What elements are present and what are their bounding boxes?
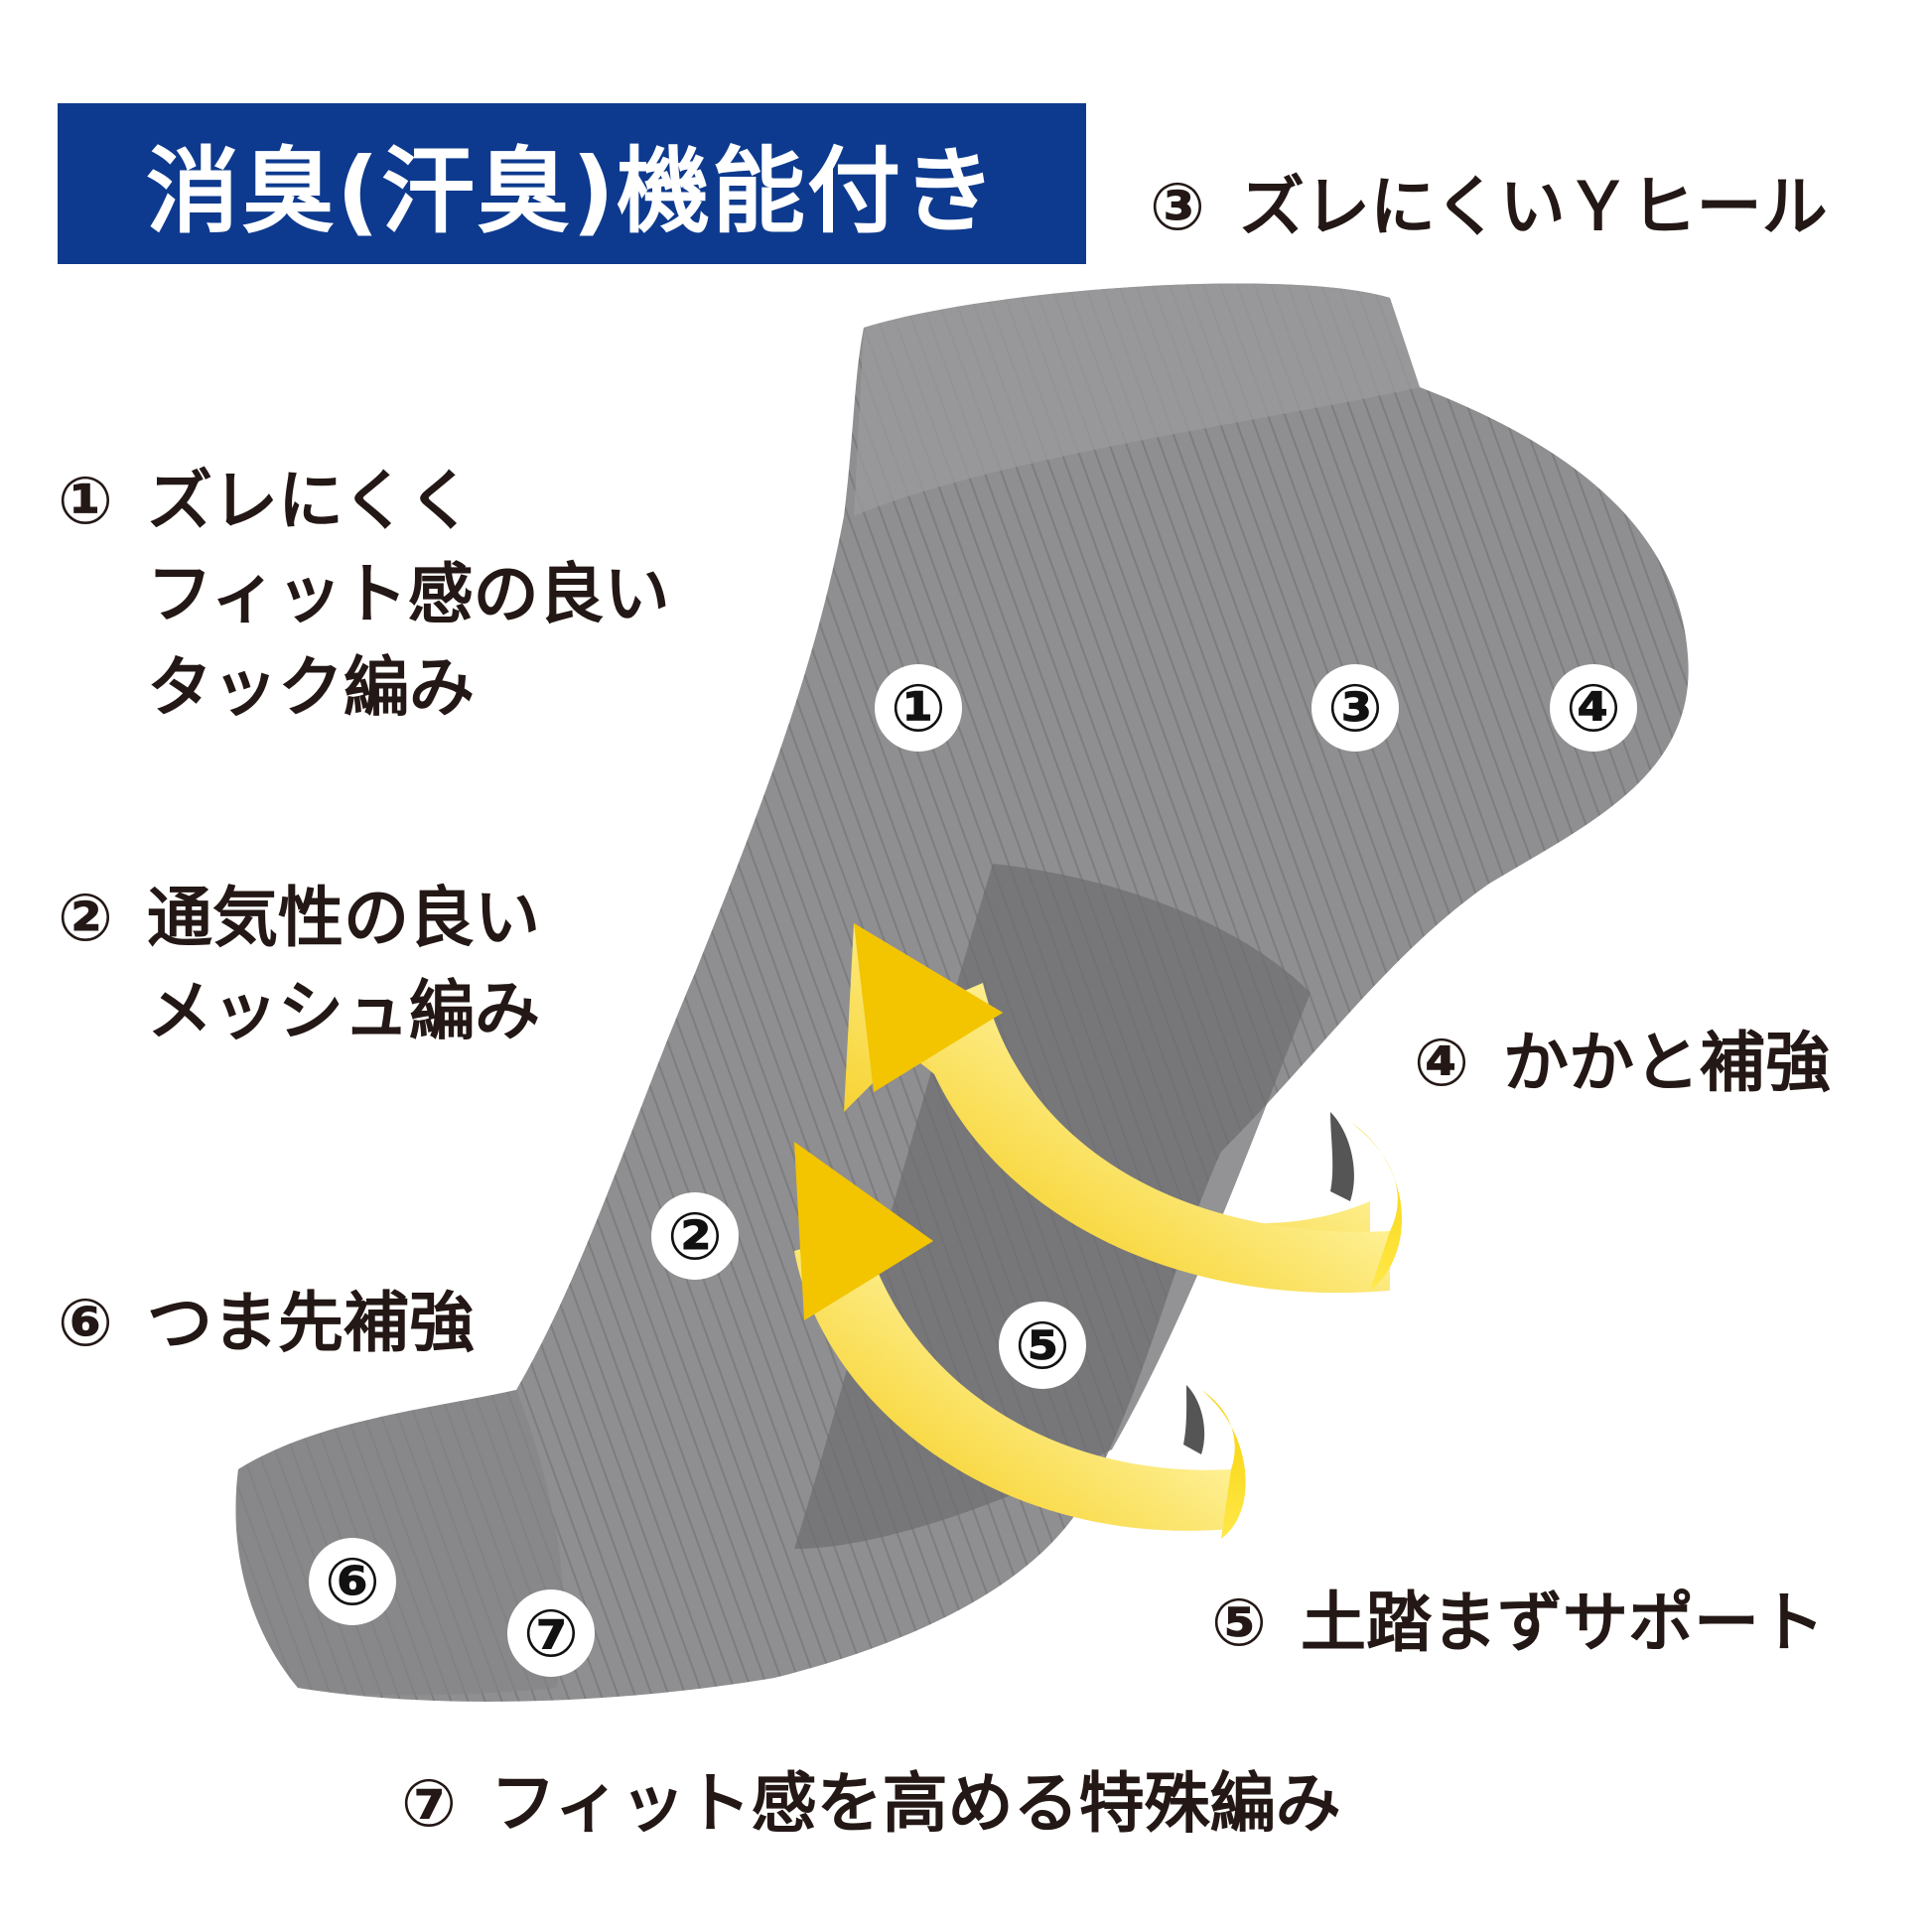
banner-title: 消臭(汗臭)機能付き <box>146 138 998 246</box>
marker-4: ④ <box>1550 664 1637 752</box>
sock-cuff <box>854 283 1420 516</box>
marker-1-text: ① <box>891 670 946 747</box>
marker-1: ① <box>875 664 962 752</box>
feature-7-line-1: フィット感を高める特殊編み <box>490 1765 1341 1842</box>
marker-7: ⑦ <box>507 1589 595 1677</box>
feature-5-number: ⑤ <box>1211 1585 1267 1661</box>
feature-4-line-1: かかと補強 <box>1503 1025 1831 1101</box>
feature-7: ⑦ フィット感を高める特殊編み <box>401 1757 1341 1851</box>
marker-3: ③ <box>1311 664 1399 752</box>
marker-6-text: ⑥ <box>325 1544 380 1620</box>
feature-2-line-2: メッシュ編み <box>147 973 540 1049</box>
feature-1-line-1: ズレにくく <box>147 463 474 539</box>
feature-4-number: ④ <box>1414 1025 1469 1101</box>
feature-3: ③ ズレにくいＹヒール <box>1150 161 1828 254</box>
feature-1: ① ズレにくく フィット感の良い タック編み <box>58 455 670 735</box>
marker-5-text: ⑤ <box>1015 1308 1070 1384</box>
feature-1-number: ① <box>58 463 113 539</box>
feature-2-number: ② <box>58 880 113 956</box>
feature-2: ② 通気性の良い メッシュ編み <box>58 872 540 1058</box>
feature-3-line-1: ズレにくいＹヒール <box>1239 169 1828 245</box>
upper-arrow-wrap <box>1350 1122 1403 1291</box>
lower-arrow-head <box>794 1142 933 1320</box>
feature-4: ④ かかと補強 <box>1414 1017 1831 1110</box>
marker-2-text: ② <box>667 1198 723 1275</box>
marker-2: ② <box>651 1192 739 1280</box>
marker-6: ⑥ <box>309 1538 396 1625</box>
feature-6-number: ⑥ <box>58 1285 113 1361</box>
feature-7-number: ⑦ <box>401 1765 457 1842</box>
feature-5: ⑤ 土踏まずサポート <box>1211 1577 1825 1670</box>
marker-5: ⑤ <box>999 1302 1086 1389</box>
feature-2-line-1: 通気性の良い <box>147 880 540 956</box>
feature-6-line-1: つま先補強 <box>147 1285 475 1361</box>
marker-4-text: ④ <box>1566 670 1621 747</box>
sock-toe <box>235 1390 564 1696</box>
title-banner: 消臭(汗臭)機能付き <box>58 103 1086 264</box>
feature-6: ⑥ つま先補強 <box>58 1277 475 1370</box>
feature-1-line-3: タック編み <box>147 649 475 726</box>
feature-1-line-2: フィット感の良い <box>147 556 670 632</box>
marker-7-text: ⑦ <box>523 1595 579 1672</box>
marker-3-text: ③ <box>1327 670 1383 747</box>
upper-arrow-head <box>854 923 1003 1092</box>
feature-5-line-1: 土踏まずサポート <box>1301 1585 1825 1661</box>
lower-arrow-wrap <box>1201 1390 1246 1539</box>
feature-3-number: ③ <box>1150 169 1205 245</box>
